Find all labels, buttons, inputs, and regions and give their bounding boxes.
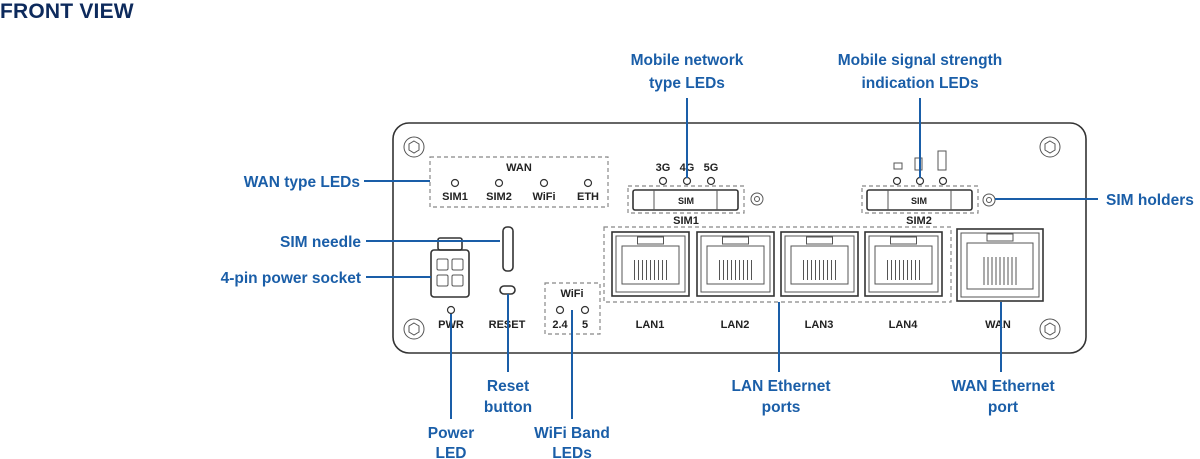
wan-port-label: WAN bbox=[985, 319, 1011, 331]
wan-wifi-led bbox=[539, 178, 549, 188]
callout-power-led-line2: LED bbox=[436, 445, 467, 459]
callout-wan-port-line2: port bbox=[988, 399, 1018, 416]
wan-led-label: WiFi bbox=[532, 191, 555, 203]
corner-screw-icon bbox=[403, 318, 425, 340]
lan-port-label: LAN2 bbox=[721, 319, 750, 331]
wan-sim1-led bbox=[450, 178, 460, 188]
callout-reset-line2: button bbox=[484, 399, 532, 416]
wifi-24-led bbox=[555, 305, 565, 315]
callout-signal-strength-line2: indication LEDs bbox=[861, 75, 978, 92]
callout-lan-ports-line2: ports bbox=[762, 399, 801, 416]
callout-sim-needle: SIM needle bbox=[280, 234, 361, 251]
lan-port-3[interactable] bbox=[780, 231, 859, 297]
power-led bbox=[446, 305, 456, 315]
lan-port-2[interactable] bbox=[696, 231, 775, 297]
sim2-slot-label: SIM bbox=[911, 196, 927, 206]
wan-port[interactable] bbox=[956, 228, 1044, 302]
wifi-band-label: 5 bbox=[582, 319, 588, 331]
callout-wan-port-line1: WAN Ethernet bbox=[951, 378, 1054, 395]
power-socket[interactable] bbox=[430, 237, 470, 298]
sim-holder-screw-icon bbox=[982, 193, 996, 207]
signal-bar-3-icon bbox=[937, 150, 947, 171]
callout-sim-holders: SIM holders bbox=[1106, 192, 1194, 209]
corner-screw-icon bbox=[1039, 136, 1061, 158]
signal-bar-1-icon bbox=[893, 162, 903, 170]
callout-wan-type: WAN type LEDs bbox=[244, 174, 360, 191]
lan-ports-group bbox=[603, 226, 952, 303]
wan-sim2-led bbox=[494, 178, 504, 188]
corner-screw-icon bbox=[1039, 318, 1061, 340]
callout-signal-strength-line1: Mobile signal strength bbox=[838, 52, 1002, 69]
network-type-label: 3G bbox=[656, 162, 671, 174]
network-3g-led bbox=[658, 176, 668, 186]
callout-power-led-line1: Power bbox=[428, 425, 475, 442]
device-body bbox=[392, 122, 1087, 354]
signal-led-1 bbox=[892, 176, 902, 186]
sim1-holder-area bbox=[627, 185, 745, 214]
wifi-5-led bbox=[580, 305, 590, 315]
sim-holder-screw-icon bbox=[750, 192, 764, 206]
wan-led-label: ETH bbox=[577, 191, 599, 203]
lan-port-4[interactable] bbox=[864, 231, 943, 297]
callout-wifi-band-line1: WiFi Band bbox=[534, 425, 610, 442]
sim2-label: SIM2 bbox=[906, 215, 932, 227]
callout-power-socket: 4-pin power socket bbox=[221, 270, 361, 287]
wan-led-label: SIM2 bbox=[486, 191, 512, 203]
network-type-label: 5G bbox=[704, 162, 719, 174]
wan-led-label: SIM1 bbox=[442, 191, 468, 203]
sim-needle[interactable] bbox=[502, 226, 514, 272]
sim1-label: SIM1 bbox=[673, 215, 699, 227]
lan-port-1[interactable] bbox=[611, 231, 690, 297]
sim1-slot-label: SIM bbox=[678, 196, 694, 206]
sim2-holder-area bbox=[861, 185, 979, 214]
wifi-group-title: WiFi bbox=[560, 288, 583, 300]
callout-lan-ports-line1: LAN Ethernet bbox=[731, 378, 830, 395]
lan-port-label: LAN4 bbox=[889, 319, 919, 331]
lan-port-label: LAN3 bbox=[805, 319, 834, 331]
callout-wifi-band-line2: LEDs bbox=[552, 445, 592, 459]
reset-button[interactable] bbox=[499, 285, 516, 295]
wan-eth-led bbox=[583, 178, 593, 188]
callout-mobile-network-line1: Mobile network bbox=[631, 52, 744, 69]
corner-screw-icon bbox=[403, 136, 425, 158]
wifi-band-label: 2.4 bbox=[552, 319, 568, 331]
lan-port-label: LAN1 bbox=[636, 319, 665, 331]
callout-mobile-network-line2: type LEDs bbox=[649, 75, 725, 92]
sim2-slot[interactable] bbox=[866, 189, 973, 211]
network-4g-led bbox=[682, 176, 692, 186]
network-5g-led bbox=[706, 176, 716, 186]
page-title: FRONT VIEW bbox=[0, 0, 134, 23]
sim1-slot[interactable] bbox=[632, 189, 739, 211]
signal-led-2 bbox=[915, 176, 925, 186]
callout-reset-line1: Reset bbox=[487, 378, 529, 395]
signal-bar-2-icon bbox=[914, 157, 923, 171]
signal-led-3 bbox=[938, 176, 948, 186]
wan-group-title: WAN bbox=[506, 162, 532, 174]
